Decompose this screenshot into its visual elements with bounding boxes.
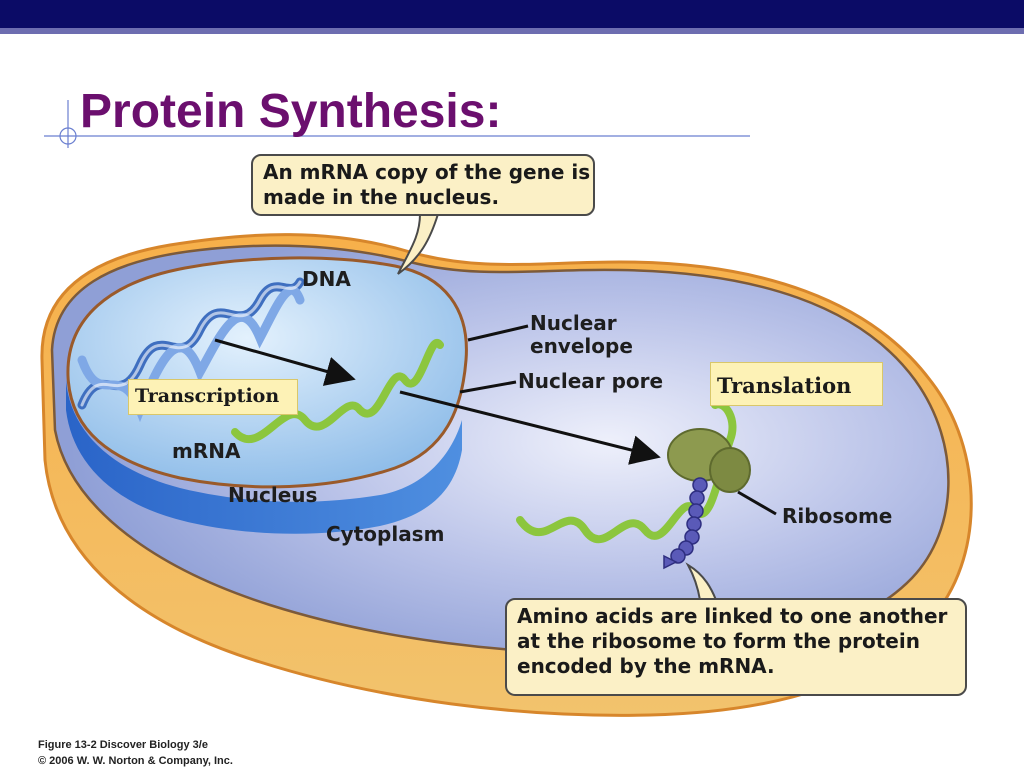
callout-text-line: made in the nucleus. (263, 185, 500, 209)
callout-text-line: Amino acids are linked to one another (517, 604, 948, 628)
top-callout-tail (397, 213, 440, 275)
ribosome (667, 428, 751, 493)
transcription-arrow (214, 338, 356, 386)
figure-credit-line1: Figure 13-2 Discover Biology 3/e (38, 739, 208, 751)
header-bar-light-stripe (0, 28, 1024, 34)
nuclear-pore-label: Nuclear pore (518, 369, 664, 393)
nucleus-side (66, 380, 462, 534)
cytoplasm-label: Cytoplasm (326, 522, 445, 546)
header-bar (0, 0, 1024, 36)
amino-acid-chain (663, 477, 708, 570)
mrna-strand-cytoplasm (516, 400, 737, 544)
nucleus-label: Nucleus (228, 483, 318, 507)
nuclear-envelope-label-line1: Nuclear (530, 311, 617, 335)
nuclear-envelope-label: Nuclear envelope (530, 312, 633, 358)
callout-text-line: An mRNA copy of the gene is (263, 160, 591, 184)
translation-arrow (399, 390, 661, 465)
dna-label: DNA (302, 267, 351, 291)
nuclear-pore-leader (459, 380, 517, 394)
dna-helix (77, 277, 305, 423)
mrna-label: mRNA (172, 439, 241, 463)
figure-credit-line2: © 2006 W. W. Norton & Company, Inc. (38, 754, 233, 767)
ribosome-label: Ribosome (782, 504, 893, 528)
nuclear-envelope-leader (467, 324, 529, 342)
header-bar-dark-stripe (0, 0, 1024, 28)
title-underline-decoration (44, 100, 750, 148)
amino-acids-callout: Amino acids are linked to one another at… (505, 598, 967, 696)
callout-text-line: encoded by the mRNA. (517, 654, 775, 678)
transcription-tag: Transcription (128, 379, 298, 415)
nuclear-envelope-label-line2: envelope (530, 334, 633, 358)
nucleus (66, 256, 468, 489)
translation-tag: Translation (710, 362, 883, 406)
slide-title: Protein Synthesis: (80, 85, 502, 138)
callout-text-line: at the ribosome to form the protein (517, 629, 920, 653)
mrna-copy-callout: An mRNA copy of the gene is made in the … (251, 154, 595, 216)
figure-credit: Figure 13-2 Discover Biology 3/e © 2006 … (38, 738, 233, 770)
ribosome-leader (737, 490, 777, 516)
mrna-strand-nucleus (231, 338, 444, 444)
